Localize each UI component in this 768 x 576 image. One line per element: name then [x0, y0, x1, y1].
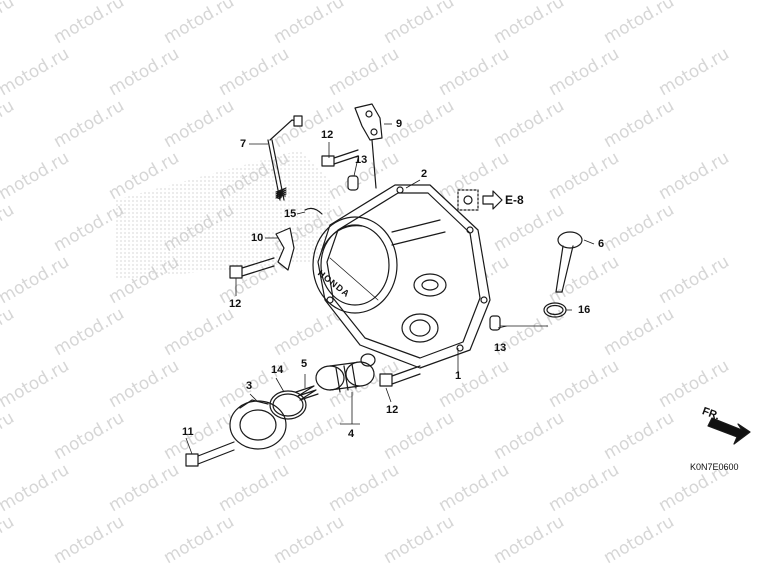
oil-dipstick — [555, 231, 583, 293]
spring — [275, 187, 287, 199]
o-ring-14 — [269, 390, 307, 420]
bolt-lower — [379, 365, 421, 387]
shaft-arm — [267, 115, 303, 201]
callout-12-top: 12 — [321, 129, 334, 141]
crankcase-cover — [312, 184, 491, 369]
section-reference: E-8 — [505, 193, 524, 207]
clip — [304, 207, 323, 215]
callout-9: 9 — [396, 118, 403, 130]
callout-11: 11 — [182, 426, 194, 438]
callout-13-top: 13 — [355, 154, 368, 166]
bolt-11 — [185, 441, 235, 467]
callout-3: 3 — [246, 380, 253, 392]
callout-2: 2 — [421, 168, 428, 180]
callout-8: 8 — [276, 190, 283, 202]
callout-12-lower: 12 — [386, 404, 399, 416]
callout-10: 10 — [251, 232, 264, 244]
bracket — [354, 103, 383, 141]
dowel-pin-lower — [489, 315, 501, 331]
callout-7: 7 — [240, 138, 247, 150]
front-arrow — [707, 417, 751, 445]
callout-4: 4 — [348, 428, 355, 440]
dowel-pin-upper — [347, 175, 359, 191]
callout-14: 14 — [271, 364, 284, 376]
engine-ghost-outline — [115, 150, 330, 280]
callout-5: 5 — [301, 358, 308, 370]
oil-filter — [315, 361, 375, 393]
callout-13-lower: 13 — [494, 342, 507, 354]
bolt-upper — [321, 149, 359, 167]
filter-spring — [295, 385, 319, 401]
callout-6: 6 — [598, 238, 605, 250]
callout-1: 1 — [455, 370, 462, 382]
callout-15: 15 — [284, 208, 297, 220]
callout-12-left: 12 — [229, 298, 242, 310]
callout-16: 16 — [578, 304, 591, 316]
ref-arrow — [482, 190, 503, 210]
lever — [275, 227, 295, 271]
filter-cover — [229, 399, 287, 450]
drawing-code: K0N7E0600 — [690, 462, 739, 472]
